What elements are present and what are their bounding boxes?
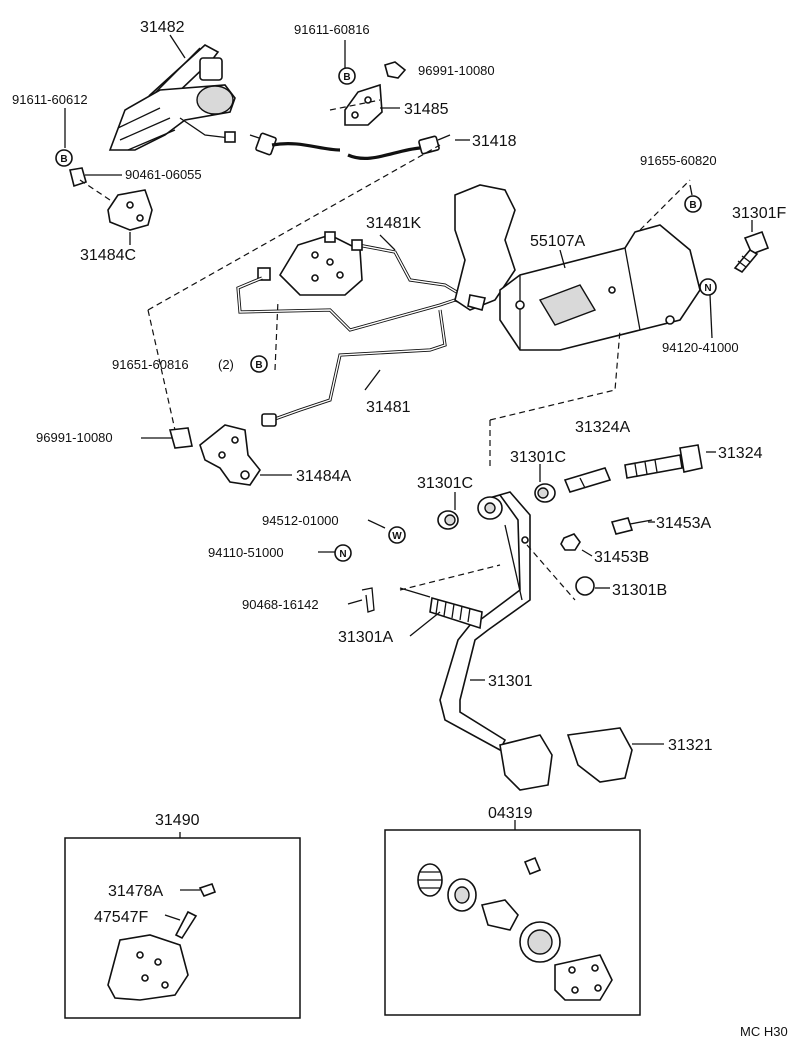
label-31324: 31324	[718, 445, 763, 462]
label-31485: 31485	[404, 101, 449, 118]
label-31482: 31482	[140, 19, 185, 36]
label-31418: 31418	[472, 133, 517, 150]
label-31301F: 31301F	[732, 205, 786, 222]
label-91655-60820: 91655-60820	[640, 153, 717, 168]
label-31478A: 31478A	[108, 883, 163, 900]
label-31453B: 31453B	[594, 549, 649, 566]
flexible-hose-31418	[249, 132, 451, 160]
label-47547F: 47547F	[94, 909, 148, 926]
pipe-bracket-31481K	[257, 231, 363, 296]
label-31453A: 31453A	[656, 515, 711, 532]
label-31301: 31301	[488, 673, 533, 690]
bushing-31301C-left	[437, 510, 459, 530]
label-31490: 31490	[155, 812, 200, 829]
bracket-31485	[344, 61, 407, 126]
label-31301C-right: 31301C	[510, 449, 566, 466]
svg-text:N: N	[339, 549, 346, 560]
svg-text:B: B	[343, 72, 350, 83]
label-31301A: 31301A	[338, 629, 393, 646]
nut-31453B	[560, 533, 581, 551]
leader-lines	[64, 34, 753, 921]
label-94110-51000: 94110-51000	[208, 545, 284, 560]
label-90468-16142: 90468-16142	[242, 597, 319, 612]
symbol-n-2: N	[334, 544, 352, 562]
label-96991-10080-top: 96991-10080	[418, 63, 495, 78]
svg-text:N: N	[704, 283, 711, 294]
symbol-b-3: B	[684, 195, 702, 213]
label-91611-60612: 91611-60612	[12, 92, 88, 107]
brake-pipe-31481	[261, 309, 447, 427]
label-55107A: 55107A	[530, 233, 585, 250]
pin-31324A	[563, 467, 612, 493]
label-96991-10080-mid: 96991-10080	[36, 430, 113, 445]
bolt-31324	[624, 444, 703, 479]
label-31324A: 31324A	[575, 419, 630, 436]
label-91611-60816: 91611-60816	[294, 22, 370, 37]
label-31484A: 31484A	[296, 468, 351, 485]
stopper-31301B	[575, 576, 595, 596]
pedal-pad-mounted	[499, 734, 553, 791]
clutch-master-cylinder	[108, 44, 236, 151]
clip-90468-16142	[361, 587, 375, 613]
assembly-dashed-lines	[79, 99, 691, 601]
label-31301C-left: 31301C	[417, 475, 473, 492]
label-31301B: 31301B	[612, 582, 667, 599]
svg-text:B: B	[60, 154, 67, 165]
pedal-pad-31321	[566, 727, 633, 783]
label-31481: 31481	[366, 399, 411, 416]
symbol-n-1: N	[699, 278, 717, 296]
symbol-w: W	[388, 526, 406, 544]
svg-text:B: B	[689, 200, 696, 211]
label-31481K: 31481K	[366, 215, 421, 232]
symbol-b-1: B	[338, 67, 356, 85]
return-spring-31301A	[399, 587, 483, 630]
label-31484C: 31484C	[80, 247, 136, 264]
bushing-31301C-right	[534, 483, 556, 503]
label-04319: 04319	[488, 805, 533, 822]
label-31321: 31321	[668, 737, 713, 754]
pedal-bracket-55107A	[454, 184, 701, 351]
bolt-31301F	[733, 230, 770, 274]
clutch-pedal-31301	[439, 491, 531, 752]
brake-pipe-31481K	[236, 239, 471, 332]
bolt-31453A	[610, 517, 653, 535]
kit-box-31490	[64, 837, 301, 1019]
bracket-31484A	[168, 424, 261, 486]
kit-box-04319	[384, 829, 641, 1016]
symbol-b-4: B	[250, 355, 268, 373]
label-94512-01000: 94512-01000	[262, 513, 339, 528]
label-91651-quantity: (2)	[218, 357, 234, 372]
symbol-b-2: B	[55, 149, 73, 167]
svg-text:B: B	[255, 360, 262, 371]
label-91651-60816: 91651-60816	[112, 357, 189, 372]
diagram-code: MC H30	[740, 1024, 788, 1039]
svg-text:W: W	[392, 531, 402, 542]
label-94120-41000: 94120-41000	[662, 340, 739, 355]
label-90461-06055: 90461-06055	[125, 167, 202, 182]
part-labels: 31482 91611-60816 96991-10080 91611-6061…	[12, 19, 788, 1039]
